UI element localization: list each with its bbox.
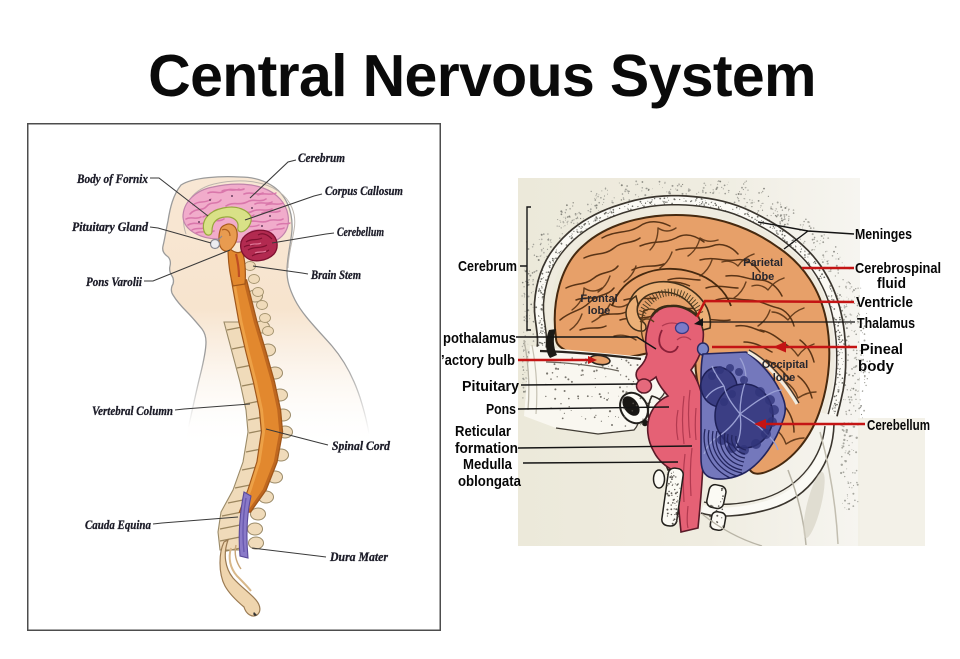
- svg-text:Pituitary Gland: Pituitary Gland: [72, 219, 148, 234]
- svg-text:Medulla: Medulla: [463, 457, 513, 473]
- svg-text:Frontal: Frontal: [580, 293, 617, 305]
- svg-text:Cauda Equina: Cauda Equina: [85, 517, 151, 532]
- svg-text:lobe: lobe: [773, 372, 796, 384]
- svg-text:Pons Varolii: Pons Varolii: [86, 274, 142, 289]
- svg-text:body: body: [858, 359, 895, 375]
- svg-text:Reticular: Reticular: [455, 424, 511, 440]
- svg-text:formation: formation: [455, 441, 518, 457]
- svg-text:Parietal: Parietal: [743, 257, 783, 269]
- svg-text:Cerebrum: Cerebrum: [298, 150, 345, 165]
- svg-text:’actory bulb: ’actory bulb: [441, 353, 515, 369]
- svg-text:Pituitary: Pituitary: [462, 379, 520, 395]
- svg-text:Cerebrospinal: Cerebrospinal: [855, 261, 941, 277]
- svg-text:Body of Fornix: Body of Fornix: [76, 171, 148, 186]
- svg-text:Ventricle: Ventricle: [856, 295, 913, 311]
- svg-text:Vertebral Column: Vertebral Column: [92, 403, 173, 418]
- svg-text:fluid: fluid: [877, 276, 906, 292]
- svg-text:pothalamus: pothalamus: [443, 331, 516, 347]
- svg-text:Thalamus: Thalamus: [857, 316, 915, 332]
- svg-text:Brain Stem: Brain Stem: [310, 267, 361, 282]
- svg-text:lobe: lobe: [588, 305, 611, 317]
- svg-text:Pons: Pons: [486, 402, 516, 418]
- svg-text:Spinal Cord: Spinal Cord: [332, 438, 390, 453]
- svg-text:Meninges: Meninges: [855, 227, 912, 243]
- svg-text:Cerebellum: Cerebellum: [867, 418, 930, 434]
- svg-text:lobe: lobe: [752, 271, 775, 283]
- svg-text:Cerebellum: Cerebellum: [337, 224, 384, 239]
- svg-text:Pineal: Pineal: [860, 342, 903, 358]
- svg-text:oblongata: oblongata: [458, 474, 522, 490]
- svg-text:Occipital: Occipital: [762, 359, 808, 371]
- svg-text:Cerebrum: Cerebrum: [458, 259, 517, 275]
- svg-text:Dura Mater: Dura Mater: [329, 549, 389, 564]
- svg-text:Corpus Callosum: Corpus Callosum: [325, 183, 403, 198]
